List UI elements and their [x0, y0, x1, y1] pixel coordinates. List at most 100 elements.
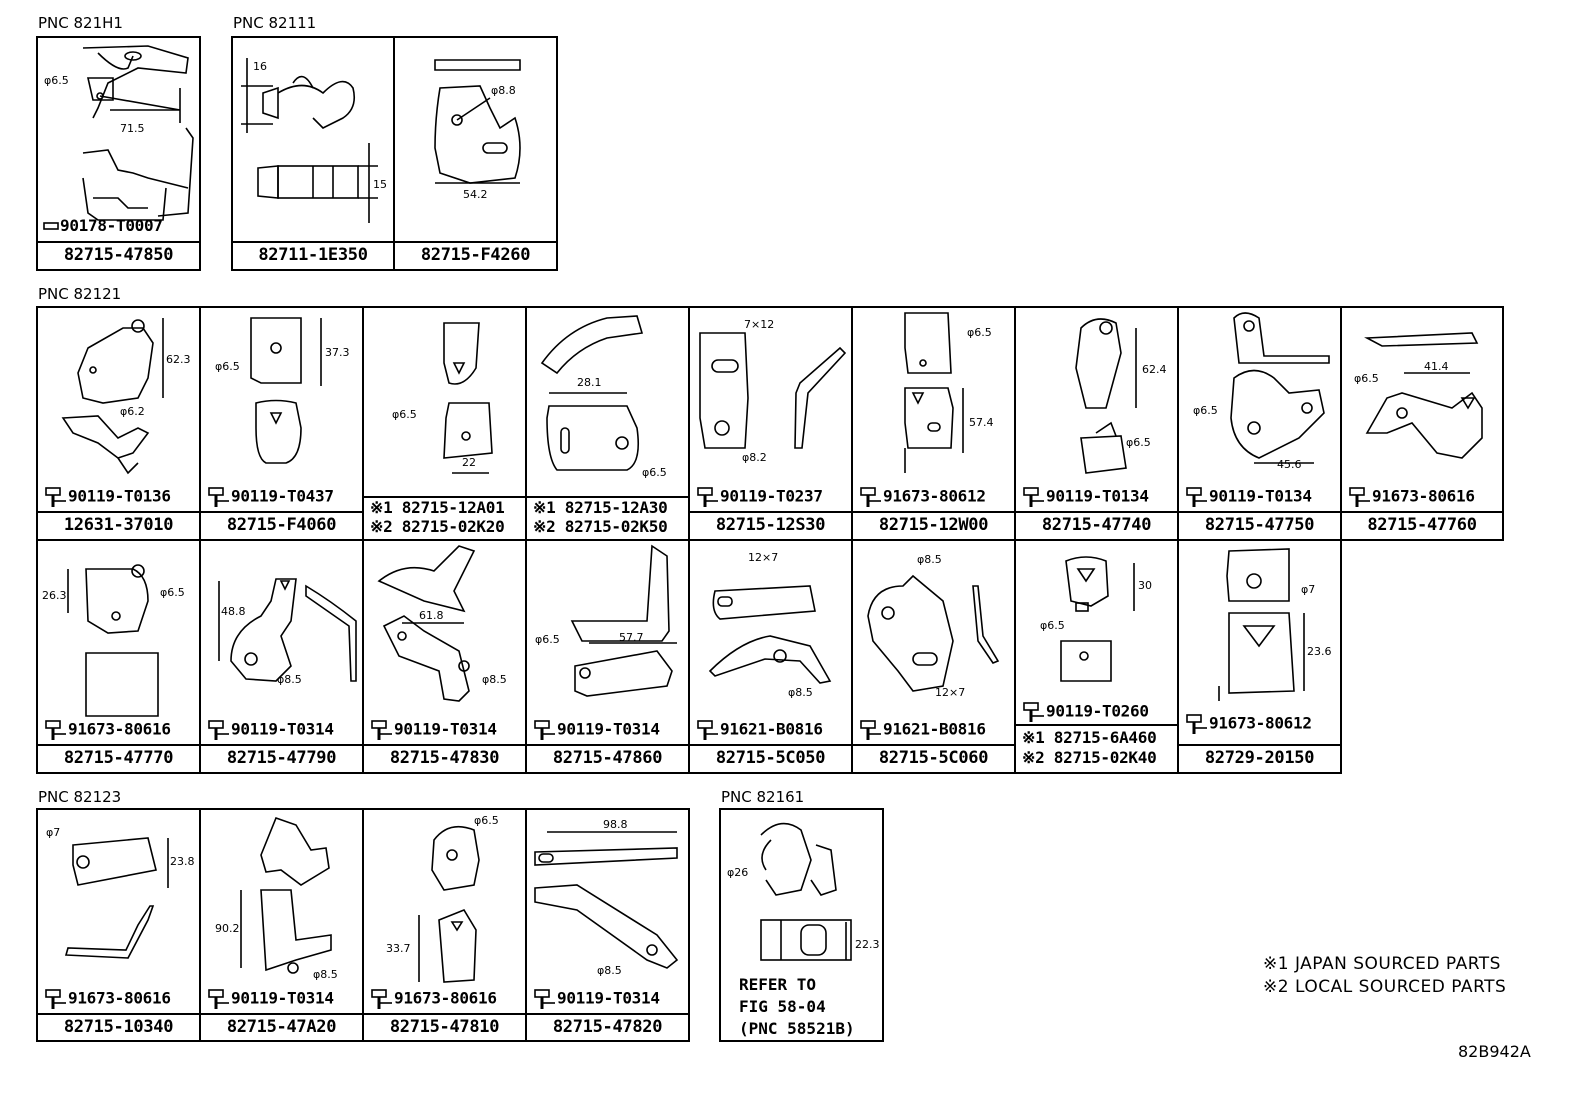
bracket-drawing: [708, 585, 832, 684]
bracket-drawing: [1218, 548, 1305, 701]
part-number: 82715-47810: [389, 1017, 500, 1037]
section-label-pnc-82123: PNC 82123: [38, 788, 122, 806]
dim-label: φ6.5: [215, 360, 240, 373]
dim-label: φ6.5: [642, 466, 667, 479]
dim-label: 57.7: [619, 631, 644, 644]
part-cell-82715-F4060[interactable]: φ6.5 37.3 90119-T0437 82715-F4060: [199, 306, 364, 541]
clip-drawing: [241, 58, 378, 223]
bolt-part-number: 91673-80612: [1185, 713, 1312, 735]
dim-label: φ7: [46, 826, 61, 839]
part-cell-82715-47740[interactable]: 62.4 φ6.5 90119-T0134 82715-47740: [1014, 306, 1179, 541]
part-cell-82715-12A30[interactable]: 28.1 φ6.5 ※1 82715-12A30 ※2 82715-02K50: [525, 306, 690, 541]
part-number: 82715-F4260: [420, 245, 531, 265]
bolt-part-number: 90119-T0134: [1022, 486, 1149, 508]
bracket-drawing: [1230, 312, 1330, 464]
part-box-group-82111: 16 15 82711-1E350 φ8.8 54.2 82715-F4260: [231, 36, 558, 271]
part-cell-82715-47770[interactable]: 26.3 φ6.5 91673-80616 82715-47770: [36, 539, 201, 774]
part-number: 82715-47850: [63, 245, 174, 265]
part-number: 82715-47740: [1041, 515, 1152, 535]
dim-label: φ6.5: [1354, 372, 1379, 385]
part-number: 82711-1E350: [258, 245, 368, 265]
part-number: 82715-47A20: [226, 1017, 337, 1037]
dim-label: 30: [1138, 579, 1152, 592]
part-cell-82715-47810[interactable]: φ6.5 33.7 91673-80616 82715-47810: [362, 808, 527, 1042]
bracket-drawing: [570, 544, 677, 697]
part-box-82161-refer[interactable]: φ26 22.3 REFER TO FIG 58-04 (PNC 58521B): [719, 808, 884, 1042]
section-label-pnc-821h1: PNC 821H1: [38, 14, 123, 32]
dim-label: 33.7: [386, 942, 411, 955]
bolt-part-number: 91673-80612: [859, 486, 986, 508]
bracket-drawing: [64, 837, 169, 959]
dim-label: 23.6: [1307, 645, 1332, 658]
bolt-icon: [1186, 487, 1207, 507]
dim-label: φ8.5: [917, 553, 942, 566]
bolt-part-number: 91673-80616: [44, 988, 171, 1010]
part-cell-82715-12A01[interactable]: φ6.5 22 ※1 82715-12A01 ※2 82715-02K20: [362, 306, 527, 541]
dim-label: 54.2: [463, 188, 488, 201]
part-cell-82715-47790[interactable]: 48.8 φ8.5 90119-T0314 82715-47790: [199, 539, 364, 774]
part-cell-82715-47830[interactable]: 61.8 φ8.5 90119-T0314 82715-47830: [362, 539, 527, 774]
part-cell-12631-37010[interactable]: 62.3 φ6.2 90119-T0136 12631-37010: [36, 306, 201, 541]
part-number: 82715-47750: [1204, 515, 1315, 535]
dim-label: 57.4: [969, 416, 994, 429]
part-cell-82715-12W00[interactable]: φ6.5 57.4 91673-80612 82715-12W00: [851, 306, 1016, 541]
dim-label: 26.3: [42, 589, 67, 602]
dim-label: φ6.2: [120, 405, 145, 418]
bolt-icon: [1023, 487, 1044, 507]
dim-label: 7×12: [744, 318, 775, 331]
bracket-drawing: [443, 322, 493, 474]
note-local-sourced: ※2 LOCAL SOURCED PARTS: [1263, 977, 1507, 997]
dim-label: φ6.5: [44, 74, 69, 87]
dim-label: φ6.5: [1040, 619, 1065, 632]
bolt-part-number: 90119-T0237: [696, 486, 823, 508]
part-number: 82715-F4060: [226, 515, 337, 535]
dim-label: 62.3: [166, 353, 191, 366]
dim-label: 12×7: [748, 551, 779, 564]
dim-label: φ6.5: [392, 408, 417, 421]
bolt-part-number: 91673-80616: [1348, 486, 1475, 508]
section-label-pnc-82121: PNC 82121: [38, 285, 122, 303]
part-cell-82711-1E350[interactable]: 16 15 82711-1E350: [233, 38, 395, 269]
part-cell-82715-F4260[interactable]: φ8.8 54.2 82715-F4260: [395, 38, 556, 269]
dim-label: φ8.8: [491, 84, 516, 97]
part-cell-82715-47820[interactable]: 98.8 φ8.5 90119-T0314 82715-47820: [525, 808, 690, 1042]
part-number-japan: ※1 82715-12A01: [370, 498, 505, 517]
part-cell-82715-10340[interactable]: φ7 23.8 91673-80616 82715-10340: [36, 808, 201, 1042]
part-cell-82715-5C060[interactable]: φ8.5 12×7 91621-B0816 82715-5C060: [851, 539, 1016, 774]
part-cell-82715-6A460[interactable]: 30 φ6.5 90119-T0260 ※1 82715-6A460 ※2 82…: [1014, 539, 1179, 774]
dim-label: φ7: [1301, 583, 1316, 596]
dim-label: φ8.5: [277, 673, 302, 686]
dim-label: φ8.2: [742, 451, 767, 464]
part-number: 82715-12S30: [715, 515, 826, 535]
part-box-82715-47850[interactable]: φ6.5 71.5 90178-T0007 82715-47850: [36, 36, 201, 271]
bracket-drawing: [250, 317, 322, 464]
part-cell-82715-47750[interactable]: φ6.5 45.6 90119-T0134 82715-47750: [1177, 306, 1342, 541]
part-cell-82729-20150[interactable]: φ7 23.6 91673-80612 82729-20150: [1177, 539, 1342, 774]
bolt-icon: [45, 487, 66, 507]
bracket-drawing: [540, 315, 644, 471]
dim-label: φ8.5: [313, 968, 338, 981]
dim-label: φ6.5: [474, 814, 499, 827]
dim-label: 48.8: [221, 605, 246, 618]
dim-label: 41.4: [1424, 360, 1449, 373]
part-cell-82715-47760[interactable]: φ6.5 41.4 91673-80616 82715-47760: [1340, 306, 1504, 541]
dim-label: 98.8: [603, 818, 628, 831]
bolt-part-number: 91621-B0816: [696, 719, 823, 741]
bracket-drawing: [67, 564, 159, 717]
bolt-part-number: 90119-T0134: [1185, 486, 1312, 508]
dim-label: φ6.5: [1126, 436, 1151, 449]
bolt-icon: [860, 487, 881, 507]
part-cell-82715-47A20[interactable]: 90.2 φ8.5 90119-T0314 82715-47A20: [199, 808, 364, 1042]
part-number: 82729-20150: [1204, 748, 1315, 768]
bolt-part-number: 90119-T0314: [207, 988, 334, 1010]
bolt-icon: [371, 989, 392, 1009]
bracket-drawing: [377, 545, 476, 702]
part-cell-82715-5C050[interactable]: 12×7 φ8.5 91621-B0816 82715-5C050: [688, 539, 853, 774]
refer-text-line1: REFER TO: [739, 975, 817, 994]
bracket-drawing: [699, 332, 847, 449]
part-number: 12631-37010: [63, 515, 174, 535]
part-cell-82715-12S30[interactable]: 7×12 φ8.2 90119-T0237 82715-12S30: [688, 306, 853, 541]
part-number-local: ※2 82715-02K50: [533, 517, 668, 536]
bracket-drawing: [1060, 556, 1135, 682]
part-cell-82715-47860[interactable]: φ6.5 57.7 90119-T0314 82715-47860: [525, 539, 690, 774]
